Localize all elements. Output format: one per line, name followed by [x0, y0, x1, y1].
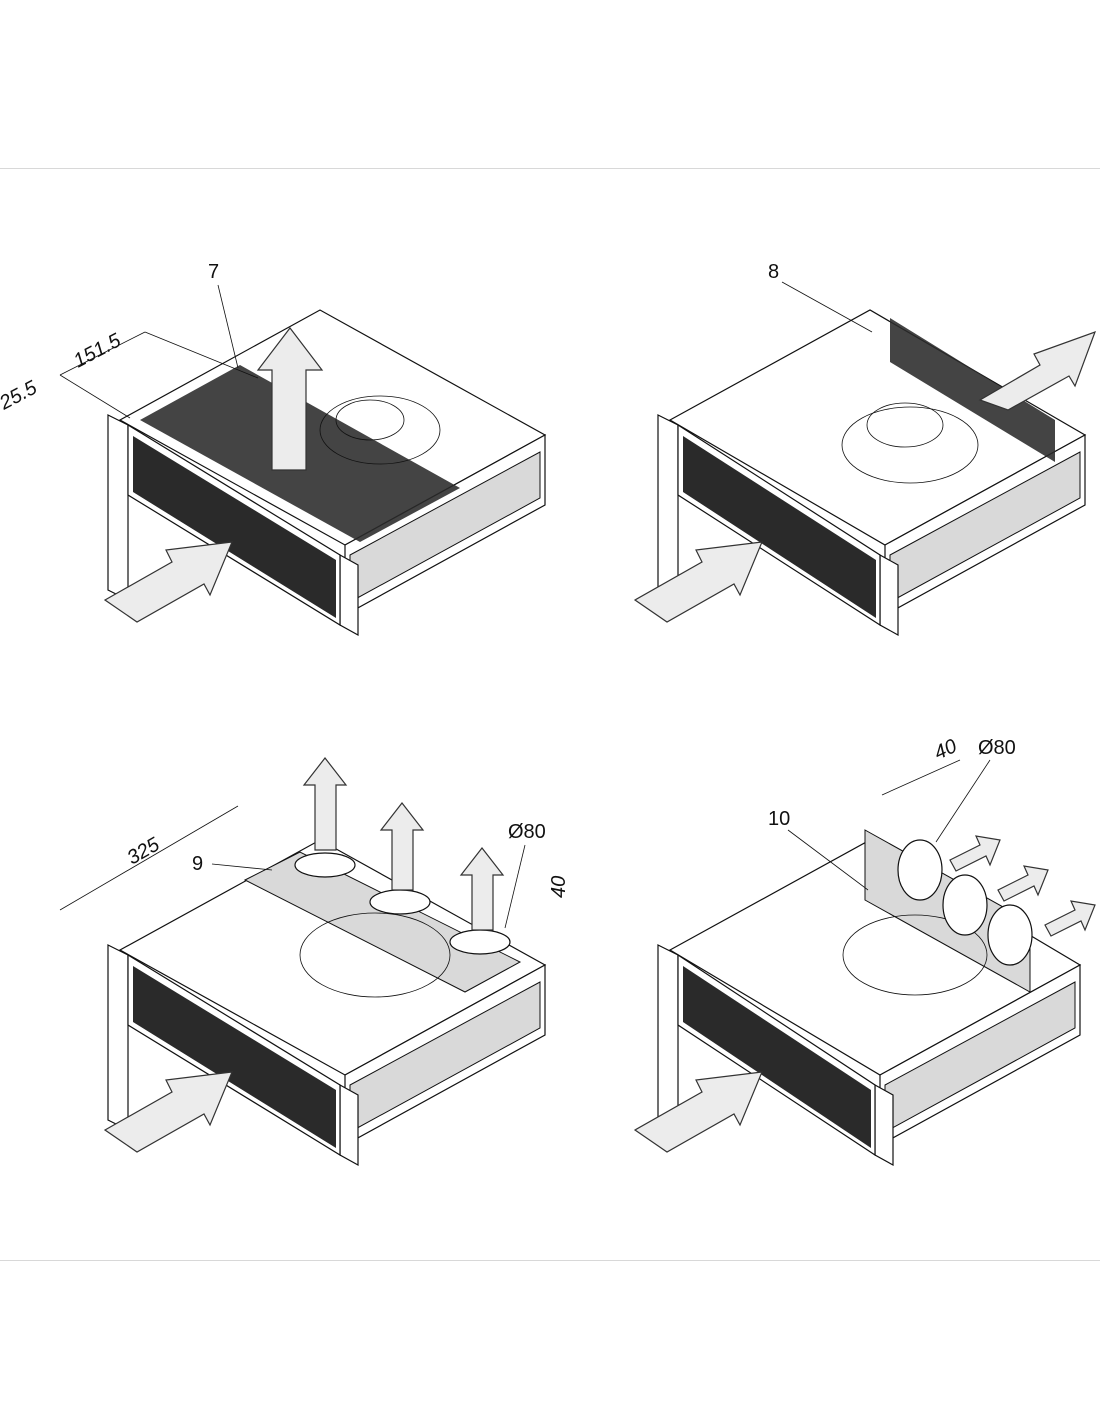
airflow-in-arrow	[633, 1071, 763, 1153]
outlet-1	[897, 839, 943, 901]
outlet-2	[942, 874, 988, 936]
callout-9: 9	[192, 853, 203, 875]
fan-outer	[299, 912, 451, 998]
rack-ear-right	[874, 1083, 894, 1167]
callout-7-leader	[217, 284, 239, 369]
airflow-out-arrow-2	[997, 865, 1049, 902]
airflow-in-arrow	[103, 541, 233, 623]
panel-variant-10: 40 Ø80 10	[550, 730, 1100, 1290]
dim-325-line	[59, 805, 239, 911]
rack-unit-drawing-9: 325 Ø80 40 9	[59, 757, 570, 1167]
front-grille	[133, 436, 336, 618]
fan-hub	[866, 402, 944, 448]
airflow-out-arrow-3	[1044, 900, 1096, 937]
callout-7: 7	[208, 261, 219, 283]
rear-grille	[890, 318, 1055, 462]
front-grille	[683, 966, 871, 1148]
fan-hub	[335, 399, 405, 441]
airflow-up-arrow-3	[459, 847, 505, 931]
fan-outer	[319, 395, 441, 465]
dim-ext-a	[144, 331, 259, 379]
callout-10-leader	[787, 829, 869, 891]
fan-outer	[842, 914, 988, 996]
dim-40-label: 40	[931, 735, 960, 764]
dim-151-5-label: 151.5	[70, 329, 125, 372]
rack-ear-left	[107, 944, 129, 1131]
front-grille	[683, 436, 876, 618]
fan-outer	[841, 406, 979, 484]
dim-d80-label: Ø80	[978, 737, 1016, 759]
rack-ear-right	[879, 553, 899, 637]
dim-line-a	[59, 331, 146, 376]
airflow-in-arrow	[633, 541, 763, 623]
panel-variant-7: 25.5 151.5 7	[0, 170, 550, 730]
rack-ear-right	[339, 1083, 359, 1167]
rack-ear-left	[107, 414, 129, 601]
rack-ear-left	[657, 944, 679, 1131]
top-plate	[243, 851, 522, 993]
airflow-up-arrow-1	[302, 757, 348, 851]
callout-10: 10	[768, 808, 790, 830]
bottom-rule	[0, 1260, 1100, 1261]
callout-8-leader	[781, 281, 873, 333]
dim-d80-leader	[504, 844, 526, 929]
panel-variant-8: 8	[550, 170, 1100, 730]
rack-unit-drawing-8: 8	[633, 261, 1097, 637]
outlet-3	[449, 929, 511, 955]
dim-25-5-label: 25.5	[0, 376, 41, 415]
top-rule	[0, 168, 1100, 169]
callout-8: 8	[768, 261, 779, 283]
panel-variant-9: 325 Ø80 40 9	[0, 730, 570, 1290]
dim-d80-leader	[935, 759, 991, 843]
airflow-in-arrow	[103, 1071, 233, 1153]
outlet-3	[987, 904, 1033, 966]
rack-unit-drawing-7: 25.5 151.5 7	[0, 261, 547, 637]
dim-40-line	[881, 759, 961, 796]
front-grille	[133, 966, 336, 1148]
dim-325-label: 325	[124, 833, 165, 869]
dim-ext-b	[59, 374, 131, 419]
rack-ear-left	[657, 414, 679, 601]
outlet-1	[294, 852, 356, 878]
airflow-out-arrow-1	[949, 835, 1001, 872]
airflow-up-arrow	[256, 327, 324, 471]
outlet-2	[369, 889, 431, 915]
callout-9-leader	[211, 863, 273, 871]
airflow-up-arrow-2	[379, 802, 425, 891]
rack-unit-drawing-10: 40 Ø80 10	[633, 735, 1096, 1167]
rack-ear-right	[339, 553, 359, 637]
dim-40-label: 40	[548, 876, 570, 898]
dim-d80-label: Ø80	[508, 821, 546, 843]
airflow-out-arrow	[978, 330, 1097, 411]
